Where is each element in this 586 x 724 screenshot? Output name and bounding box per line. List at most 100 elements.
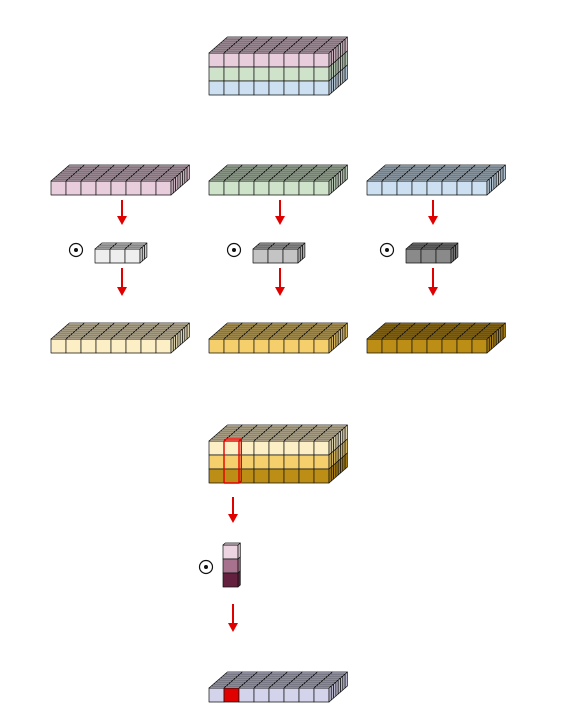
side-cube-face	[237, 570, 241, 588]
input-channel-1	[50, 164, 190, 196]
elementwise-product-icon	[68, 242, 84, 258]
side-cube-face	[344, 438, 348, 456]
top-cube-face	[239, 164, 258, 168]
top-cube-face	[126, 164, 145, 168]
top-cube-face	[224, 671, 243, 675]
down-arrow-icon	[275, 200, 285, 225]
top-cube-face	[239, 36, 258, 40]
front-cube-face	[456, 338, 473, 354]
front-cube-face	[253, 80, 270, 96]
front-cube-face	[253, 440, 270, 456]
top-cube-face	[284, 322, 303, 326]
front-cube-face	[471, 180, 488, 196]
side-cube-face	[344, 424, 348, 442]
front-cube-face	[268, 440, 285, 456]
front-cube-face	[223, 180, 240, 196]
top-cube-face	[329, 322, 348, 326]
elementwise-product-icon	[379, 242, 395, 258]
top-cube-face	[141, 322, 160, 326]
front-cube-face	[283, 52, 300, 68]
front-cube-face	[238, 52, 255, 68]
front-cube-face	[283, 468, 300, 484]
front-cube-face	[253, 180, 270, 196]
front-cube-face	[298, 66, 315, 82]
front-cube-face	[298, 440, 315, 456]
top-cube-face	[224, 424, 243, 428]
front-cube-face	[238, 66, 255, 82]
front-cube-face	[313, 454, 330, 470]
front-cube-face	[80, 338, 97, 354]
down-arrow-icon	[117, 200, 127, 225]
side-cube-face	[237, 556, 241, 574]
top-cube-face	[442, 322, 461, 326]
front-cube-face	[94, 248, 111, 264]
side-cube-face	[344, 50, 348, 68]
front-cube-face	[268, 468, 285, 484]
front-cube-face	[268, 66, 285, 82]
front-cube-face	[298, 468, 315, 484]
front-cube-face	[253, 468, 270, 484]
top-cube-face	[254, 36, 273, 40]
top-cube-face	[269, 671, 288, 675]
front-cube-face	[268, 687, 285, 703]
operator-circle	[379, 242, 395, 258]
top-cube-face	[457, 164, 476, 168]
front-cube-face	[223, 80, 240, 96]
top-cube-face	[299, 671, 318, 675]
front-cube-face	[268, 80, 285, 96]
front-cube-face	[298, 687, 315, 703]
depthwise-kernel-1	[94, 242, 148, 264]
arrow-head	[228, 623, 238, 632]
front-cube-face	[252, 248, 269, 264]
depthwise-output-1	[50, 322, 190, 354]
top-cube-face	[99, 242, 118, 246]
front-cube-face	[426, 338, 443, 354]
front-cube-face	[208, 80, 225, 96]
top-cube-face	[272, 242, 291, 246]
front-cube-face	[140, 338, 157, 354]
top-cube-face	[156, 322, 175, 326]
front-cube-face	[298, 454, 315, 470]
top-cube-face	[284, 36, 303, 40]
top-cube-face	[299, 164, 318, 168]
front-cube-face	[50, 180, 67, 196]
top-cube-face	[269, 36, 288, 40]
arrow-head	[275, 216, 285, 225]
front-cube-face	[298, 338, 315, 354]
front-cube-face	[396, 180, 413, 196]
front-cube-face	[313, 80, 330, 96]
front-cube-face	[396, 338, 413, 354]
front-cube-face	[208, 687, 225, 703]
front-cube-face	[405, 248, 422, 264]
top-cube-face	[284, 671, 303, 675]
top-cube-face	[141, 164, 160, 168]
side-cube-face	[455, 242, 459, 260]
operator-dot	[74, 248, 78, 252]
top-cube-face	[224, 164, 243, 168]
front-cube-face	[313, 687, 330, 703]
top-cube-face	[329, 671, 348, 675]
top-cube-face	[239, 671, 258, 675]
operator-dot	[385, 248, 389, 252]
front-cube-face	[471, 338, 488, 354]
front-cube-face	[283, 338, 300, 354]
top-cube-face	[96, 322, 115, 326]
front-cube-face	[222, 572, 239, 588]
top-cube-face	[487, 322, 506, 326]
side-cube-face	[344, 452, 348, 470]
top-cube-face	[314, 164, 333, 168]
front-cube-face	[65, 338, 82, 354]
top-cube-face	[314, 424, 333, 428]
side-cube-face	[502, 322, 506, 340]
arrow-head	[428, 287, 438, 296]
elementwise-product-icon	[226, 242, 242, 258]
top-cube-face	[440, 242, 459, 246]
front-cube-face	[283, 80, 300, 96]
front-cube-face	[441, 180, 458, 196]
top-cube-face	[314, 671, 333, 675]
top-cube-face	[329, 164, 348, 168]
front-cube-face	[223, 52, 240, 68]
side-cube-face	[344, 36, 348, 54]
front-cube-face	[381, 338, 398, 354]
front-cube-face	[313, 468, 330, 484]
